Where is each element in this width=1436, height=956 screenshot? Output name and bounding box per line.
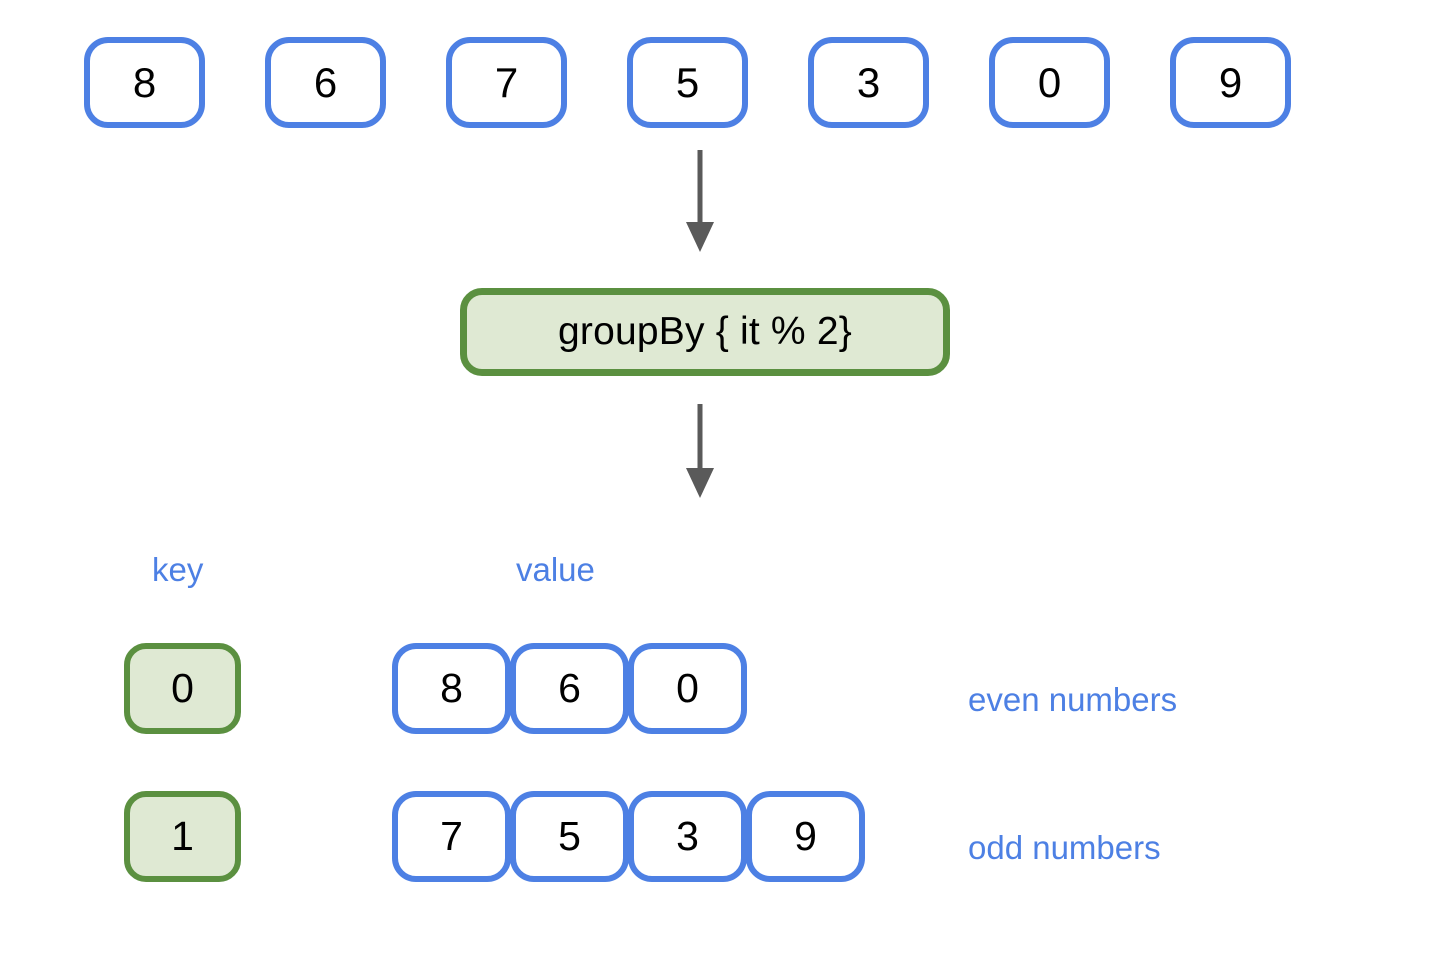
operation-box: groupBy { it % 2} — [460, 288, 950, 376]
operation-label: groupBy { it % 2} — [558, 310, 852, 353]
value-cell: 8 — [392, 643, 511, 734]
value-cell: 0 — [628, 643, 747, 734]
value-cell: 9 — [746, 791, 865, 882]
key-cell: 1 — [124, 791, 241, 882]
value-cell: 6 — [510, 643, 629, 734]
row-annotation: odd numbers — [968, 829, 1161, 866]
input-cell: 6 — [265, 37, 386, 128]
input-cell: 9 — [1170, 37, 1291, 128]
key-column-caption: key — [152, 551, 204, 588]
row-annotation: even numbers — [968, 681, 1178, 718]
arrow-operation-to-result-icon — [686, 404, 714, 498]
input-cell: 8 — [84, 37, 205, 128]
value-column-caption: value — [516, 551, 595, 588]
key-cell: 0 — [124, 643, 241, 734]
input-cell: 5 — [627, 37, 748, 128]
arrow-input-to-operation-icon — [686, 150, 714, 252]
input-cell: 7 — [446, 37, 567, 128]
input-cell: 3 — [808, 37, 929, 128]
value-cell: 7 — [392, 791, 511, 882]
input-cell: 0 — [989, 37, 1110, 128]
value-cell: 3 — [628, 791, 747, 882]
value-cell: 5 — [510, 791, 629, 882]
